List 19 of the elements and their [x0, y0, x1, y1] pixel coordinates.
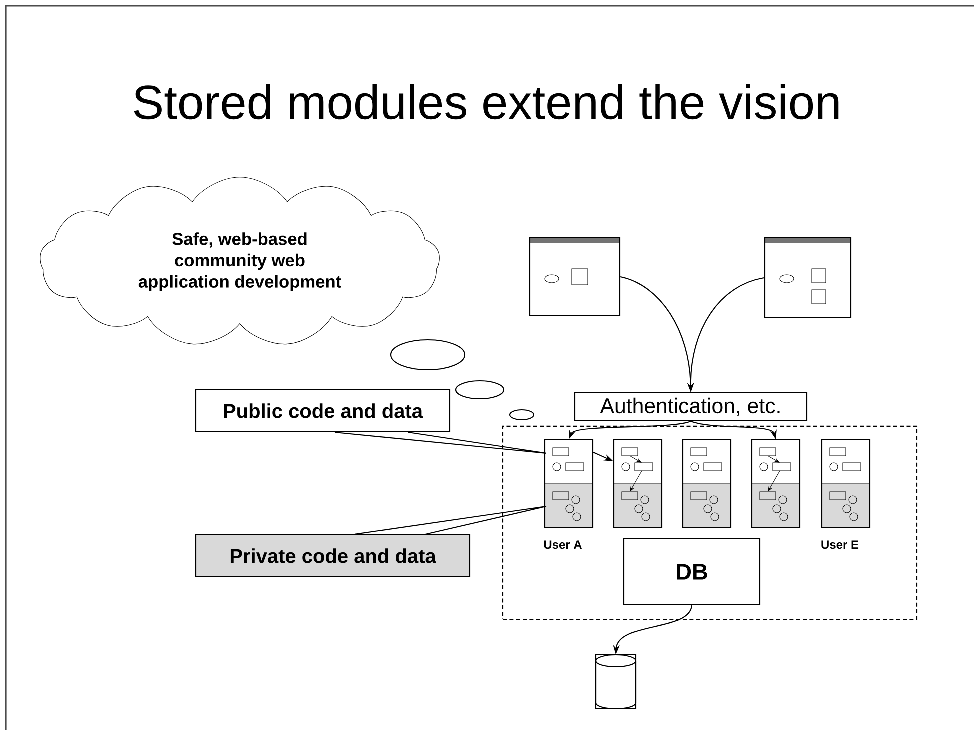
user-column: [751, 439, 801, 529]
user-column: [682, 439, 732, 529]
database-cylinder: [595, 654, 637, 710]
server-boundary: [502, 426, 918, 620]
user-column: [544, 439, 594, 529]
leader-line: [334, 432, 547, 454]
database-box: DB: [623, 538, 761, 606]
browser-window: [764, 237, 852, 319]
user-column: [613, 439, 663, 529]
callout-box: Public code and data: [195, 389, 451, 433]
user-label: User E: [822, 540, 859, 550]
callout-box: Private code and data: [195, 534, 471, 578]
slide-title: Stored modules extend the vision: [134, 84, 839, 120]
user-label: User A: [544, 540, 582, 550]
user-column: [821, 439, 871, 529]
label-box: Authentication, etc.: [574, 392, 808, 422]
leader-line: [354, 506, 547, 535]
browser-window: [529, 237, 621, 317]
thought-cloud: Safe, web-based community web application development: [40, 177, 440, 345]
